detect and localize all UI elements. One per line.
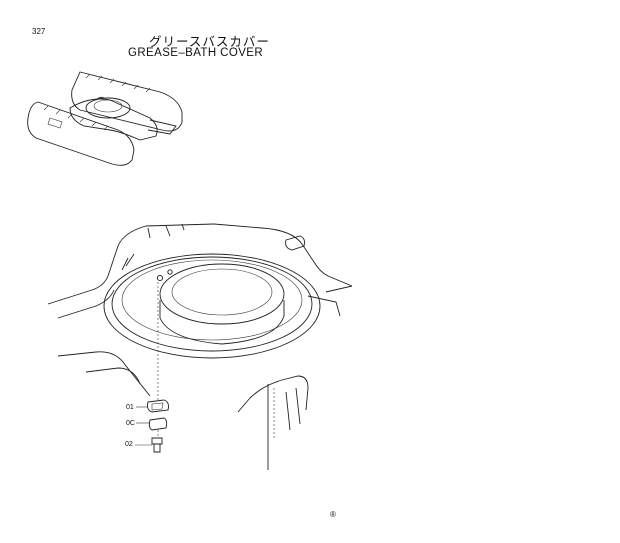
undercarriage-overview-illustration (27, 71, 183, 166)
title-english: GREASE–BATH COVER (128, 47, 264, 59)
grease-bath-detail-illustration (47, 223, 353, 470)
footer-mark: ® (330, 510, 336, 519)
callout-label-0c: 0C (126, 420, 135, 427)
callout-label-01: 01 (126, 404, 134, 411)
callout-label-02: 02 (125, 441, 133, 448)
title-japanese: グリースバスカバー (149, 34, 270, 49)
page-number: 327 (32, 27, 46, 36)
